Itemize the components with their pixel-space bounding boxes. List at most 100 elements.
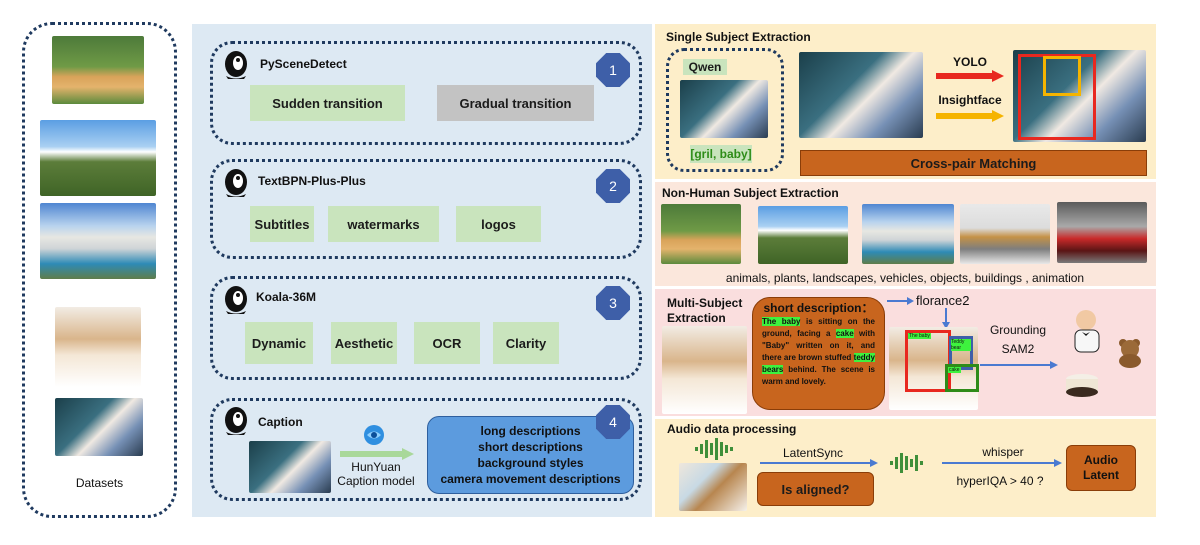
grounding-arrow [980, 358, 1060, 370]
desc-short: short descriptions [478, 440, 583, 454]
desc-background: background styles [477, 456, 584, 470]
desc-camera: camera movement descriptions [440, 472, 621, 486]
ocr-chip: OCR [414, 322, 480, 364]
watermarks-chip: watermarks [328, 206, 439, 242]
latentsync-label: LatentSync [782, 446, 844, 460]
non-human-image-puppies [661, 204, 741, 264]
short-description-box: short description： The baby is sitting o… [752, 297, 885, 410]
qwen-box [666, 48, 784, 172]
penguin-logo-icon [222, 406, 250, 436]
multi-subject-title: Multi-Subject Extraction [667, 296, 742, 326]
face-bbox [1043, 56, 1081, 96]
clarity-chip: Clarity [493, 322, 559, 364]
dataset-image-puppies [52, 36, 144, 104]
audio-wave-icon [695, 438, 737, 460]
aesthetic-chip: Aesthetic [331, 322, 397, 364]
dataset-image-house [40, 203, 156, 279]
cake-bbox [945, 364, 979, 392]
whisper-label: whisper [982, 445, 1024, 459]
desc-text-3: behind. The scene is warm and lovely. [762, 365, 875, 386]
hunyuan-name: HunYuan [351, 460, 401, 474]
koala-box [210, 276, 642, 380]
grounding-label: Grounding SAM2 [982, 321, 1054, 359]
desc-text-1: is sitting on the ground, facing a [762, 317, 875, 338]
yolo-label: YOLO [952, 55, 987, 69]
whisper-arrow [942, 456, 1064, 468]
caption-arrow [340, 447, 414, 460]
insightface-arrow [936, 109, 1004, 122]
grounding-text: Grounding [989, 323, 1047, 337]
qwen-label: Qwen [683, 59, 727, 75]
caption-input-image [249, 441, 331, 493]
florance-arrows [885, 292, 965, 332]
non-human-image-mountains [758, 206, 848, 264]
highlight-the-baby: The baby [762, 317, 801, 326]
desc-long: long descriptions [480, 424, 581, 438]
segmented-baby-image [1068, 308, 1106, 356]
audio-input-image [679, 463, 747, 511]
multi-subject-title-line1: Multi-Subject [667, 296, 743, 310]
qwen-input-image [680, 80, 768, 138]
multi-subject-title-line2: Extraction [667, 311, 726, 325]
caption-model-label: Caption model [337, 474, 415, 488]
yolo-arrow [936, 69, 1004, 82]
gradual-transition-chip: Gradual transition [437, 85, 594, 121]
step-badge-2: 2 [596, 169, 630, 203]
audio-latent-line1: Audio [1084, 453, 1118, 467]
cross-pair-matching-box: Cross-pair Matching [800, 150, 1147, 176]
sudden-transition-chip: Sudden transition [250, 85, 405, 121]
teddy-bbox [949, 336, 973, 370]
penguin-logo-icon [222, 50, 250, 80]
highlight-cake: cake [835, 329, 854, 338]
desc-text-2: with "Baby" written on it, and there are… [762, 329, 875, 362]
dataset-image-mountains [40, 120, 156, 196]
segmented-cake-image [1064, 373, 1100, 397]
multi-subject-image [662, 326, 747, 414]
segmented-teddy-image [1114, 336, 1146, 368]
audio-title: Audio data processing [667, 422, 797, 436]
non-human-image-car [1057, 202, 1147, 263]
textbpn-title: TextBPN-Plus-Plus [258, 174, 366, 188]
yolo-bbox [1018, 54, 1096, 140]
qwen-tags: [gril, baby] [690, 145, 752, 163]
logos-chip: logos [456, 206, 541, 242]
hyperiqa-label: hyperIQA > 40 ? [956, 474, 1044, 488]
datasets-label: Datasets [75, 476, 124, 490]
florance-label: florance2 [916, 293, 970, 308]
dataset-image-baby-cake [55, 307, 141, 387]
is-aligned-box: Is aligned? [757, 472, 874, 506]
audio-wave-icon-2 [890, 452, 926, 474]
pyscenedetect-box [210, 41, 642, 145]
datasets-panel [22, 22, 177, 518]
textbpn-box [210, 159, 642, 259]
sam2-text: SAM2 [1001, 342, 1035, 356]
audio-latent-box: Audio Latent [1066, 445, 1136, 491]
step-badge-3: 3 [596, 286, 630, 320]
caption-title: Caption [258, 415, 303, 429]
koala-title: Koala-36M [256, 290, 317, 304]
bbox-label-cake: cake [948, 367, 961, 373]
single-subject-image [799, 52, 923, 138]
dynamic-chip: Dynamic [245, 322, 313, 364]
audio-latent-line2: Latent [1083, 468, 1119, 482]
bbox-label-baby: The baby [908, 333, 931, 339]
dataset-image-baby-pet [55, 398, 143, 456]
non-human-image-house [862, 204, 954, 264]
non-human-categories: animals, plants, landscapes, vehicles, o… [725, 271, 1085, 285]
subtitles-chip: Subtitles [250, 206, 314, 242]
hunyuan-logo-icon [363, 424, 385, 446]
caption-box [210, 398, 642, 501]
bbox-label-teddy: Teddy bear [951, 339, 971, 351]
penguin-logo-icon [222, 168, 250, 198]
hunyuan-model-label: HunYuan Caption model [330, 460, 422, 488]
non-human-image-backpack [960, 204, 1050, 264]
non-human-title: Non-Human Subject Extraction [662, 186, 839, 200]
penguin-logo-icon [222, 285, 250, 315]
insightface-label: Insightface [938, 93, 1002, 107]
short-description-title: short description： [763, 301, 874, 315]
single-subject-title: Single Subject Extraction [666, 30, 811, 44]
step-badge-4: 4 [596, 405, 630, 439]
short-description-text: The baby is sitting on the ground, facin… [762, 316, 875, 388]
pyscenedetect-title: PySceneDetect [260, 57, 347, 71]
latentsync-arrow [760, 456, 880, 468]
